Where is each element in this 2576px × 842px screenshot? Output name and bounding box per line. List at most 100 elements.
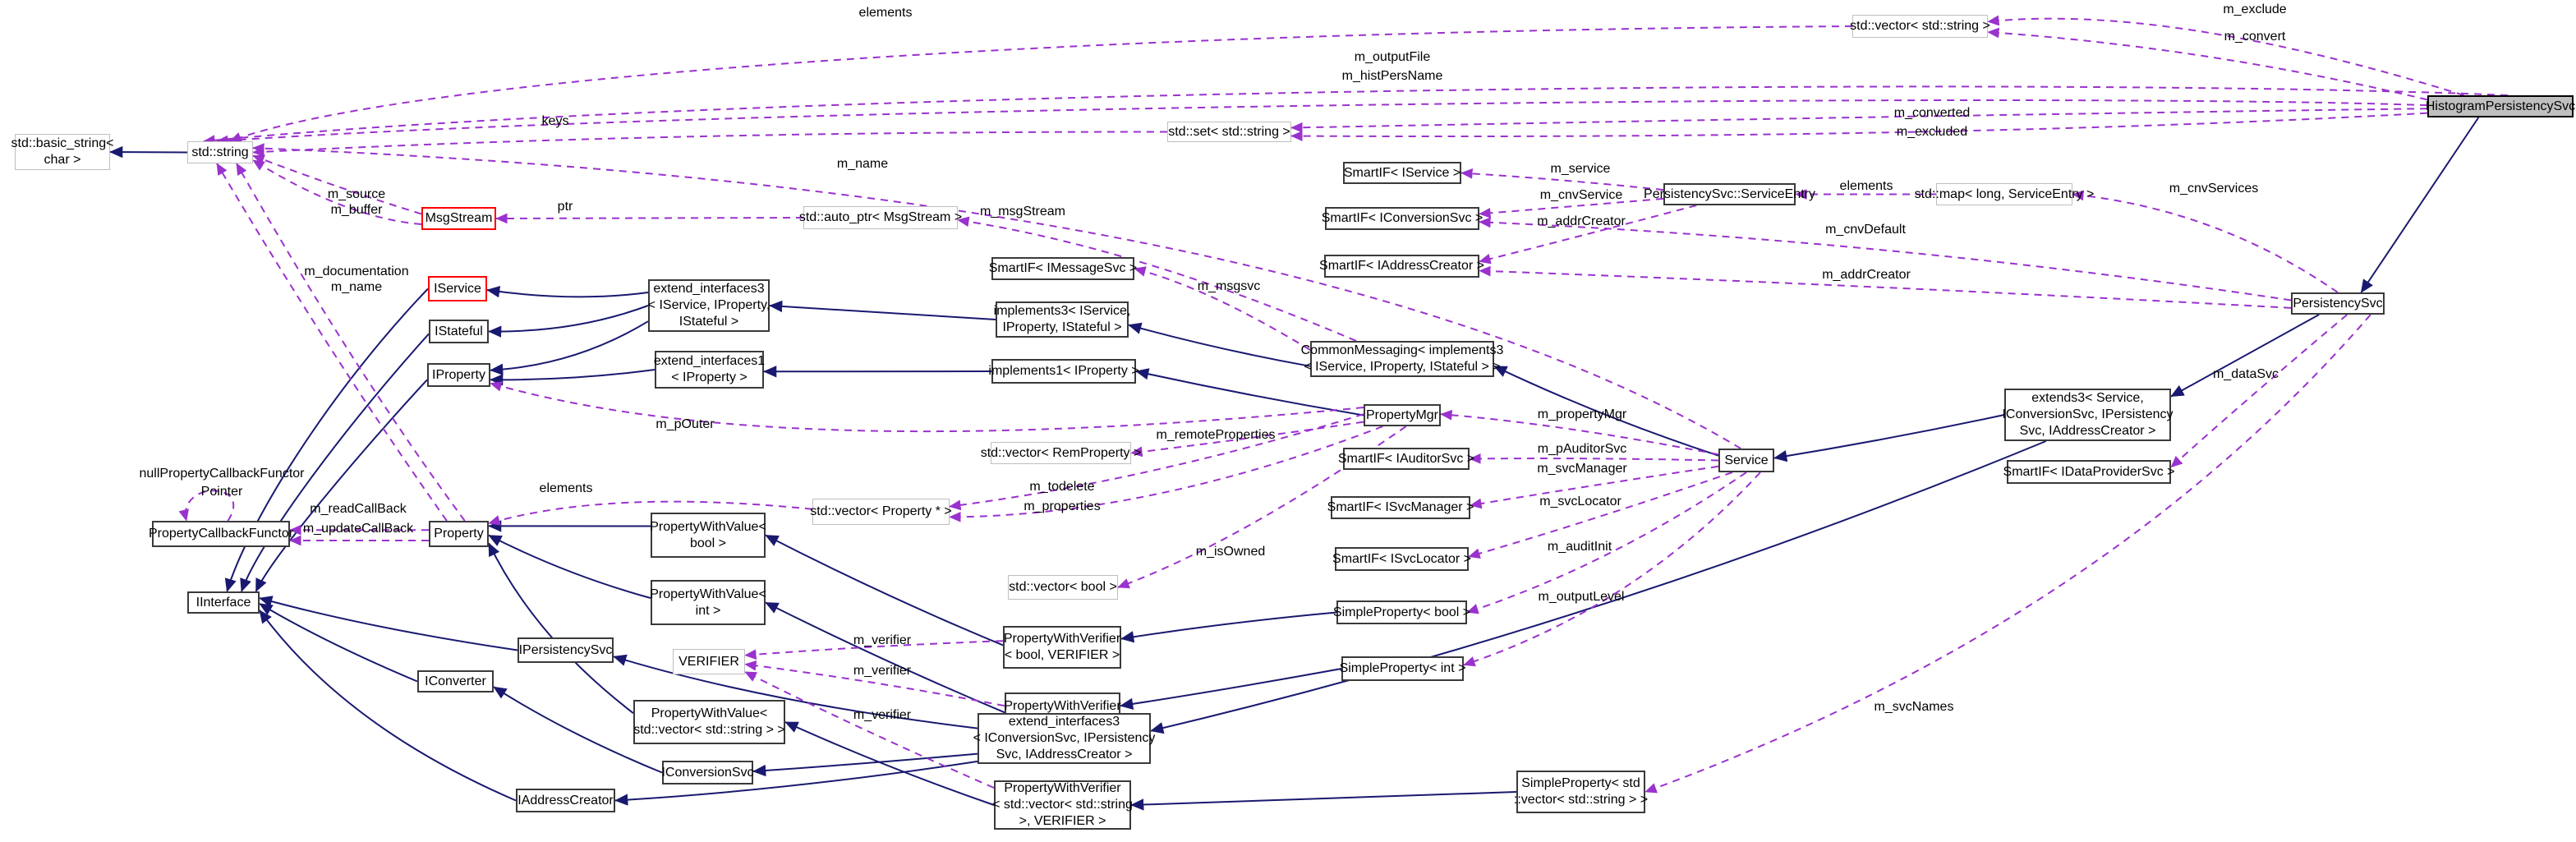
node-label: SmartIF< IAddressCreator >: [1319, 259, 1484, 273]
node-simpleprop_bool[interactable]: SimpleProperty< bool >: [1333, 600, 1470, 624]
node-label: std::vector< bool >: [1009, 580, 1117, 594]
inheritance-edge-istateful-to-iinterface: [240, 333, 430, 592]
node-basic_string[interactable]: std::basic_string<char >: [12, 134, 113, 170]
node-label: std::basic_string<: [11, 136, 114, 150]
inheritance-edge-extends3-to-service: [1773, 414, 2005, 462]
node-pwverif_bool[interactable]: PropertyWithVerifier< bool, VERIFIER >: [1003, 626, 1121, 669]
usage-edge-persistencysvc-to-smartif_icnv: [1479, 217, 2292, 301]
node-autoptr[interactable]: std::auto_ptr< MsgStream >: [799, 206, 962, 229]
node-ext3_top[interactable]: extend_interfaces3< IService, IProperty,…: [648, 279, 770, 332]
inheritance-edge-iservice-to-iinterface: [224, 288, 429, 592]
node-label: < IService, IProperty, IStateful > >: [1304, 360, 1501, 374]
node-smartif_isvcloc[interactable]: SmartIF< ISvcLocator >: [1332, 547, 1471, 571]
node-ipersistencysvc[interactable]: IPersistencySvc: [518, 637, 614, 663]
node-label: IConverter: [425, 674, 486, 688]
node-label: extend_interfaces1: [653, 354, 766, 368]
node-smartif_iaddr[interactable]: SmartIF< IAddressCreator >: [1319, 255, 1484, 278]
node-label: std::map< long, ServiceEntry >: [1914, 186, 2095, 201]
node-set_string[interactable]: std::set< std::string >: [1167, 122, 1291, 142]
node-pwv_vec[interactable]: PropertyWithValue<std::vector< std::stri…: [633, 700, 785, 744]
node-label: PropertyWithVerifier: [1004, 699, 1121, 713]
node-iaddresscreator[interactable]: IAddressCreator: [516, 789, 615, 812]
node-smartif_icnv[interactable]: SmartIF< IConversionSvc >: [1322, 207, 1483, 230]
usage-edge-property-to-string: [236, 163, 466, 522]
node-pwverif_vec[interactable]: PropertyWithVerifier< std::vector< std::…: [992, 780, 1133, 830]
usage-edge-vec_prop-to-property: [488, 500, 813, 526]
node-vec_bool[interactable]: std::vector< bool >: [1008, 575, 1118, 600]
node-label: IAddressCreator: [518, 793, 614, 807]
node-ext3_bottom[interactable]: extend_interfaces3< IConversionSvc, IPer…: [973, 713, 1155, 764]
inheritance-edge-ext3_bottom-to-iconversionsvc: [752, 752, 978, 777]
inheritance-edge-simpleprop_int-to-pwverif_int: [1120, 668, 1342, 711]
node-label: bool >: [689, 536, 727, 550]
node-smartif_iaud[interactable]: SmartIF< IAuditorSvc >: [1338, 448, 1474, 470]
node-property[interactable]: Property: [429, 521, 489, 547]
node-persistencysvc[interactable]: PersistencySvc: [2291, 292, 2385, 315]
node-vec_prop[interactable]: std::vector< Property * >: [810, 499, 952, 525]
edge-label-m_convert: m_convert: [2224, 30, 2286, 44]
node-iinterface[interactable]: IInterface: [187, 591, 260, 614]
node-string[interactable]: std::string: [187, 141, 253, 163]
usage-edge-service-to-propertymgr: [1440, 409, 1719, 456]
node-msgstream[interactable]: MsgStream: [421, 207, 496, 230]
node-map_long[interactable]: std::map< long, ServiceEntry >: [1915, 183, 2094, 205]
node-pwv_bool[interactable]: PropertyWithValue<bool >: [650, 513, 766, 558]
inheritance-edge-iconverter-to-iinterface: [259, 602, 418, 683]
node-label: char >: [44, 153, 81, 167]
node-iservice[interactable]: IService: [428, 276, 487, 301]
node-impl1[interactable]: implements1< IProperty >: [988, 359, 1139, 384]
node-commonmsg[interactable]: CommonMessaging< implements3 < IService, …: [1301, 341, 1503, 377]
node-label: std::string: [191, 145, 249, 159]
node-smartif_idata[interactable]: SmartIF< IDataProviderSvc >: [2003, 460, 2174, 484]
node-label: Svc, IAddressCreator >: [996, 748, 1133, 761]
usage-edge-pwverif_vec-to-verifier: [744, 671, 995, 789]
inheritance-edge-ext1-to-iproperty: [490, 369, 656, 386]
node-vec_rem[interactable]: std::vector< RemProperty >: [981, 442, 1141, 464]
node-iconversionsvc[interactable]: IConversionSvc: [661, 761, 754, 784]
inheritance-edge-ext3_top-to-iservice: [486, 286, 649, 298]
node-iconverter[interactable]: IConverter: [417, 670, 494, 692]
node-histo[interactable]: HistogramPersistencySvc: [2426, 95, 2575, 117]
usage-edge-propertymgr-to-vec_prop: [949, 413, 1364, 511]
node-ext1[interactable]: extend_interfaces1< IProperty >: [653, 351, 766, 389]
node-vec_string_top[interactable]: std::vector< std::string >: [1850, 15, 1990, 38]
node-label: CommonMessaging< implements3: [1300, 343, 1504, 357]
usage-edge-pwverif_int-to-verifier: [744, 660, 1005, 707]
node-label: SmartIF< IMessageSvc >: [988, 261, 1138, 275]
node-pwv_int[interactable]: PropertyWithValue<int >: [650, 580, 766, 625]
inheritance-edge-ext3_bottom-to-iaddresscreator: [614, 760, 978, 806]
node-propertymgr[interactable]: PropertyMgr: [1364, 404, 1441, 426]
node-smartif_isvc[interactable]: SmartIF< IService >: [1343, 162, 1461, 184]
node-service[interactable]: Service: [1718, 449, 1774, 472]
node-label: extends3< Service,: [2031, 391, 2144, 405]
node-pcf[interactable]: PropertyCallbackFunctor: [149, 521, 293, 547]
node-extends3[interactable]: extends3< Service,IConversionSvc, IPersi…: [2002, 389, 2174, 441]
edge-label-m_remoteProperties: m_remoteProperties: [1156, 428, 1276, 442]
node-impl3[interactable]: implements3< IService,IProperty, IStatef…: [994, 301, 1130, 338]
edge-label-m_updateCallBack: m_updateCallBack: [302, 522, 414, 536]
node-label: SmartIF< IService >: [1343, 165, 1461, 180]
node-label: SmartIF< IAuditorSvc >: [1337, 451, 1475, 466]
edge-label-m_properties: m_properties: [1024, 499, 1101, 513]
node-simpleprop_int[interactable]: SimpleProperty< int >: [1340, 656, 1465, 681]
node-label: SimpleProperty< std: [1521, 776, 1640, 790]
node-verifier[interactable]: VERIFIER: [673, 649, 745, 674]
node-label: IInterface: [196, 595, 251, 610]
edge-label-m_pAuditorSvc: m_pAuditorSvc: [1537, 442, 1627, 456]
edge-label-m_outputFile: m_outputFile: [1354, 50, 1431, 64]
edge-label-m_verifier: m_verifier: [853, 633, 912, 647]
node-smartif_imsg[interactable]: SmartIF< IMessageSvc >: [989, 257, 1137, 280]
edge-label-Pointer: Pointer: [200, 485, 243, 499]
usage-edge-svcentry-to-smartif_icnv: [1479, 197, 1664, 219]
usage-edge-commonmsg-to-autoptr: [957, 216, 1357, 342]
inheritance-edge-pwverif_bool-to-pwv_bool: [765, 534, 1004, 646]
node-istateful[interactable]: IStateful: [429, 320, 489, 343]
node-smartif_isvcmgr[interactable]: SmartIF< ISvcManager >: [1327, 496, 1474, 519]
node-svcentry[interactable]: PersistencySvc::ServiceEntry: [1644, 183, 1815, 205]
usage-edge-propertymgr-to-vec_rem: [1130, 421, 1364, 458]
edge-label-m_addrCreator: m_addrCreator: [1822, 268, 1911, 282]
inheritance-edge-commonmsg-to-impl3: [1128, 322, 1311, 367]
node-iproperty[interactable]: IProperty: [427, 363, 490, 387]
edge-label-m_isOwned: m_isOwned: [1195, 545, 1266, 559]
node-simpleprop_vec[interactable]: SimpleProperty< std::vector< std::string…: [1514, 771, 1648, 813]
